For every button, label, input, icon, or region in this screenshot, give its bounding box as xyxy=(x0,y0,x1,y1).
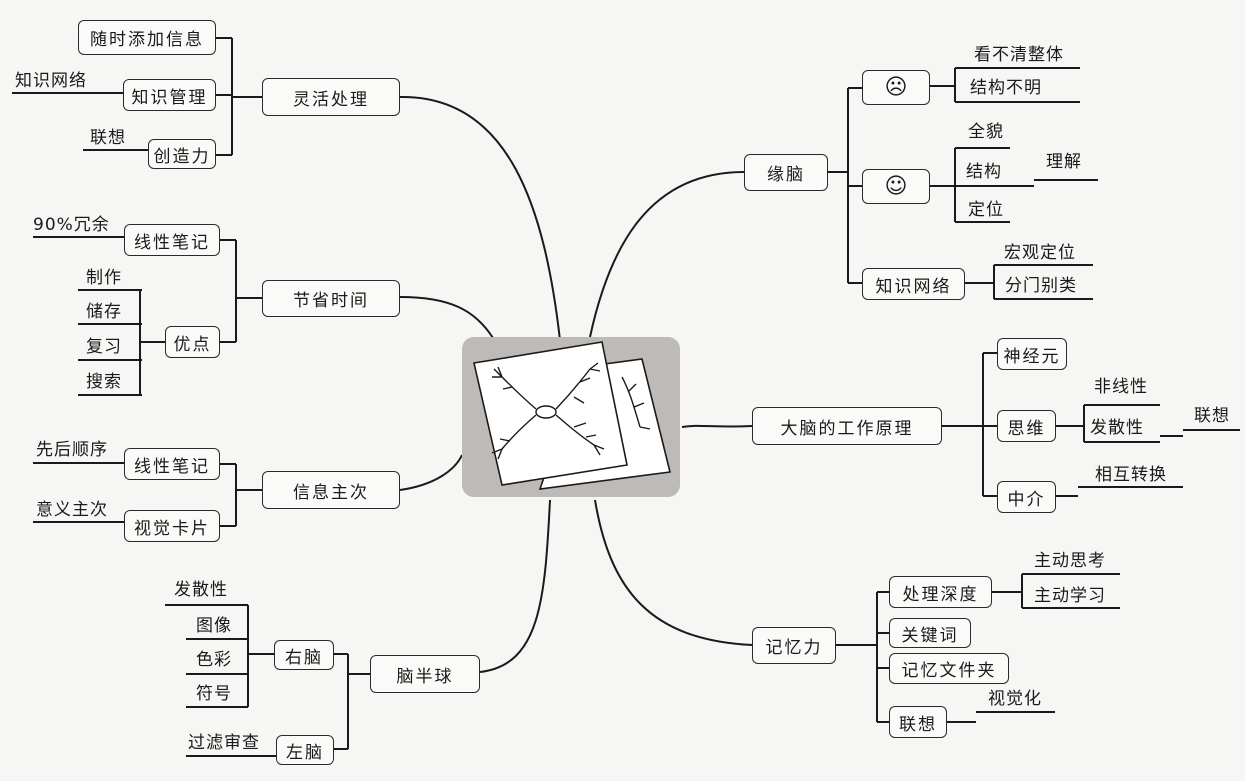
node-left-brain[interactable]: 左脑 xyxy=(276,735,334,765)
node-keywords[interactable]: 关键词 xyxy=(889,618,971,648)
node-neuron[interactable]: 神经元 xyxy=(997,338,1067,370)
leaf-overview: 全貌 xyxy=(968,122,1004,142)
leaf-meaning-priority: 意义主次 xyxy=(36,500,108,520)
leaf-store: 储存 xyxy=(86,302,122,322)
node-memory-folder[interactable]: 记忆文件夹 xyxy=(889,653,1009,684)
leaf-review: 复习 xyxy=(86,337,122,357)
node-knowledge-network[interactable]: 知识网络 xyxy=(862,268,965,300)
leaf-categorize: 分门别类 xyxy=(1005,276,1077,296)
leaf-image: 图像 xyxy=(196,616,232,636)
leaf-understanding: 理解 xyxy=(1046,152,1082,172)
leaf-knowledge-network: 知识网络 xyxy=(15,71,87,91)
branch-brain-working-principle[interactable]: 大脑的工作原理 xyxy=(752,407,942,445)
branch-save-time[interactable]: 节省时间 xyxy=(262,280,400,317)
leaf-color: 色彩 xyxy=(196,650,232,670)
branch-flexible-processing[interactable]: 灵活处理 xyxy=(262,78,400,116)
leaf-divergent: 发散性 xyxy=(174,580,228,600)
node-thinking[interactable]: 思维 xyxy=(997,410,1056,442)
leaf-active-thinking: 主动思考 xyxy=(1034,551,1106,571)
node-add-info-anytime[interactable]: 随时添加信息 xyxy=(78,20,216,55)
branch-memory[interactable]: 记忆力 xyxy=(752,627,836,664)
leaf-make: 制作 xyxy=(86,268,122,288)
leaf-mutual-conversion: 相互转换 xyxy=(1095,465,1167,485)
node-advantages[interactable]: 优点 xyxy=(165,326,220,358)
leaf-search: 搜索 xyxy=(86,372,122,392)
sad-face-icon[interactable]: ☹ xyxy=(862,70,930,105)
mind-map-sheets-icon xyxy=(473,341,671,490)
branch-info-priority[interactable]: 信息主次 xyxy=(262,471,400,509)
leaf-association-2: 联想 xyxy=(1194,406,1230,426)
node-creativity[interactable]: 创造力 xyxy=(148,139,216,169)
leaf-nonlinear: 非线性 xyxy=(1094,377,1148,397)
node-medium[interactable]: 中介 xyxy=(997,481,1056,513)
node-linear-notes-2[interactable]: 线性笔记 xyxy=(124,448,220,480)
happy-face-icon[interactable]: ☺ xyxy=(862,169,930,204)
leaf-macro-positioning: 宏观定位 xyxy=(1004,243,1076,263)
node-processing-depth[interactable]: 处理深度 xyxy=(889,576,992,608)
branch-edge-brain[interactable]: 缘脑 xyxy=(744,154,828,191)
leaf-sequence: 先后顺序 xyxy=(36,440,108,460)
leaf-active-learning: 主动学习 xyxy=(1034,586,1106,606)
node-linear-notes[interactable]: 线性笔记 xyxy=(124,224,220,256)
node-visual-cards[interactable]: 视觉卡片 xyxy=(124,510,220,542)
leaf-divergent-2: 发散性 xyxy=(1090,418,1144,438)
node-association-memory[interactable]: 联想 xyxy=(889,706,947,738)
leaf-redundancy: 90%冗余 xyxy=(33,215,110,235)
leaf-association: 联想 xyxy=(90,128,126,148)
node-knowledge-management[interactable]: 知识管理 xyxy=(123,79,216,111)
leaf-structure: 结构 xyxy=(966,162,1002,182)
leaf-positioning: 定位 xyxy=(968,200,1004,220)
node-right-brain[interactable]: 右脑 xyxy=(274,640,334,670)
branch-hemispheres[interactable]: 脑半球 xyxy=(370,655,480,693)
leaf-symbol: 符号 xyxy=(196,684,232,704)
leaf-visualization: 视觉化 xyxy=(988,689,1042,709)
leaf-unclear-whole: 看不清整体 xyxy=(974,45,1064,65)
leaf-filter-review: 过滤审查 xyxy=(188,733,260,753)
central-image xyxy=(462,337,680,497)
leaf-unclear-structure: 结构不明 xyxy=(970,78,1042,98)
